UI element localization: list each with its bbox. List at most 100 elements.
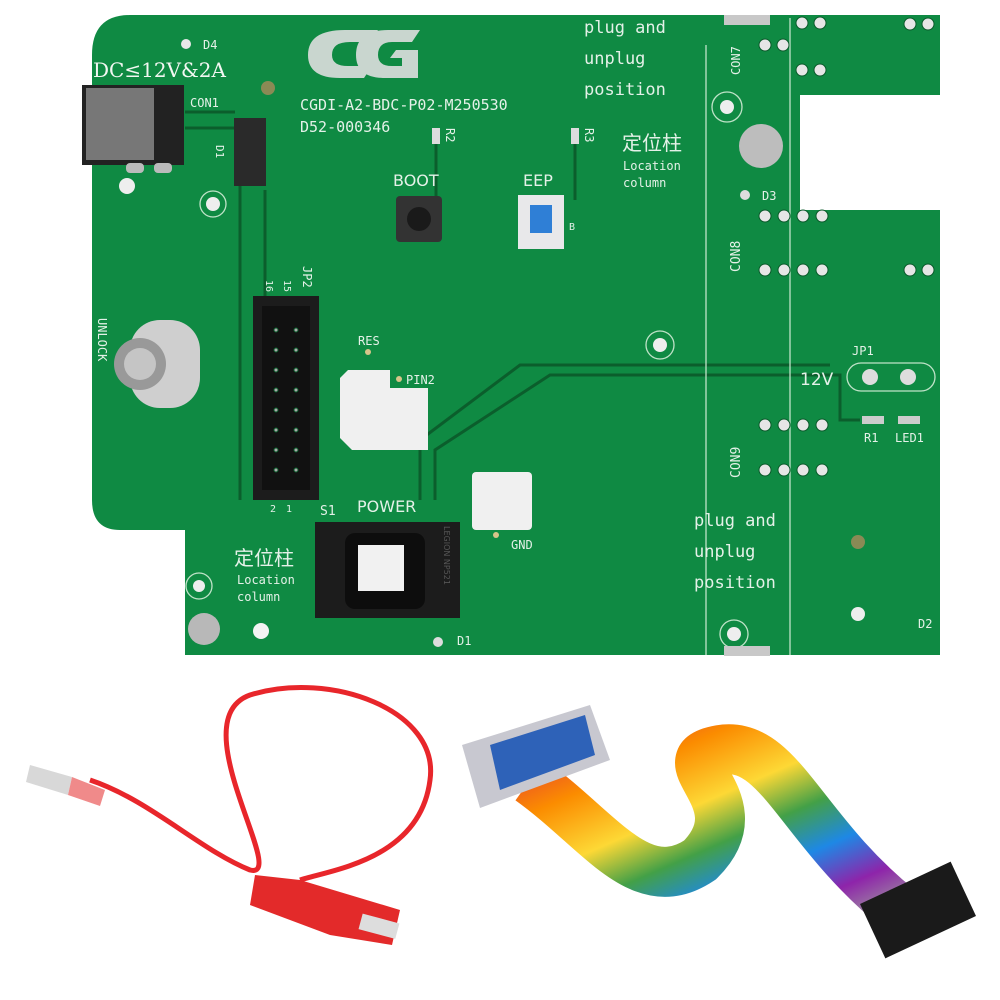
label-s1: S1 (320, 504, 336, 519)
db15-connector (462, 705, 610, 808)
mount-hole (727, 627, 741, 641)
mount-hole (253, 623, 269, 639)
label-eep: EEP (523, 171, 553, 190)
pin (796, 209, 810, 223)
pin (273, 467, 279, 473)
location-left-cn: 定位柱 (234, 546, 294, 570)
mount-hole (119, 178, 135, 194)
serial-number: D52-000346 (300, 118, 390, 136)
alignment-marker (724, 15, 770, 25)
location-right-en1: Location (623, 159, 681, 173)
pin (293, 327, 299, 333)
pin (293, 447, 299, 453)
label-b: B (569, 222, 575, 233)
location-left-en2: column (237, 590, 280, 604)
pin (903, 263, 917, 277)
boot-button-cap (407, 207, 431, 231)
label-pin16: 16 (263, 280, 274, 292)
jp2-pins (273, 327, 299, 473)
connector-pins (758, 16, 935, 477)
unlock-knob[interactable] (114, 320, 200, 408)
led1 (898, 416, 920, 424)
pin (273, 367, 279, 373)
pin (795, 63, 809, 77)
pad-large (340, 370, 428, 450)
red-wire-cable (26, 685, 434, 945)
pin (273, 327, 279, 333)
plug-top-line2: unplug (584, 49, 645, 69)
mount-ring (199, 190, 227, 218)
label-d3: D3 (762, 189, 776, 203)
pin (796, 263, 810, 277)
pin (795, 16, 809, 30)
plug-bottom-line1: plug and (694, 511, 776, 531)
pin (758, 463, 772, 477)
mount-ring (711, 91, 743, 123)
pad-pin2 (396, 376, 402, 382)
pin (815, 263, 829, 277)
pin (813, 16, 827, 30)
label-con9: CON9 (729, 447, 744, 478)
pin (293, 387, 299, 393)
pin (777, 418, 791, 432)
plug-bottom-line3: position (694, 573, 776, 593)
mount-hole (851, 607, 865, 621)
jumper-pad (862, 369, 878, 385)
via (261, 81, 275, 95)
mount-hole (653, 338, 667, 352)
pin (921, 263, 935, 277)
label-d1-bottom: D1 (457, 634, 471, 648)
pin (758, 209, 772, 223)
label-r2: R2 (443, 128, 457, 142)
plug-top-line3: position (584, 80, 666, 100)
switch-brand: LEGION NP521 (442, 526, 451, 585)
mount-ring (645, 330, 675, 360)
label-con7: CON7 (729, 46, 743, 75)
power-switch-button (358, 545, 404, 591)
location-right-en2: column (623, 176, 666, 190)
pin (273, 427, 279, 433)
pin (293, 407, 299, 413)
pin (273, 387, 279, 393)
pin (815, 418, 829, 432)
label-power: POWER (357, 497, 416, 516)
led-d4 (181, 39, 191, 49)
spade-terminal-female (250, 875, 400, 945)
plug-top-line1: plug and (584, 18, 666, 38)
label-boot: BOOT (393, 171, 439, 190)
led-d3 (740, 190, 750, 200)
label-res: RES (358, 334, 380, 348)
pin (796, 418, 810, 432)
pad-gnd-point (493, 532, 499, 538)
pin (293, 347, 299, 353)
locating-pin-left (188, 613, 220, 645)
pin (758, 418, 772, 432)
idc-connector (860, 861, 976, 959)
ribbon-cable (462, 705, 976, 959)
jumper-jp1[interactable] (846, 362, 936, 392)
mount-hole (206, 197, 220, 211)
label-jp2: JP2 (300, 266, 314, 288)
pin (273, 407, 279, 413)
jumper-pad (900, 369, 916, 385)
pcb-traces (185, 110, 860, 500)
label-pin1: 1 (286, 504, 292, 515)
pin (777, 209, 791, 223)
pin (273, 447, 279, 453)
via (851, 535, 865, 549)
power-rating: DC≤12V&2A (93, 58, 227, 82)
pin (293, 467, 299, 473)
label-d1: D1 (213, 145, 226, 158)
jp2-header-inner (262, 306, 310, 490)
model-number: CGDI-A2-BDC-P02-M250530 (300, 96, 508, 114)
pin (921, 17, 935, 31)
pin (796, 463, 810, 477)
eep-switch-knob (530, 205, 552, 233)
label-d4: D4 (203, 38, 217, 52)
pin (777, 463, 791, 477)
spade-terminal-male (26, 765, 72, 795)
label-r1: R1 (864, 431, 878, 445)
label-r3: R3 (582, 128, 596, 142)
label-d2: D2 (918, 617, 932, 631)
